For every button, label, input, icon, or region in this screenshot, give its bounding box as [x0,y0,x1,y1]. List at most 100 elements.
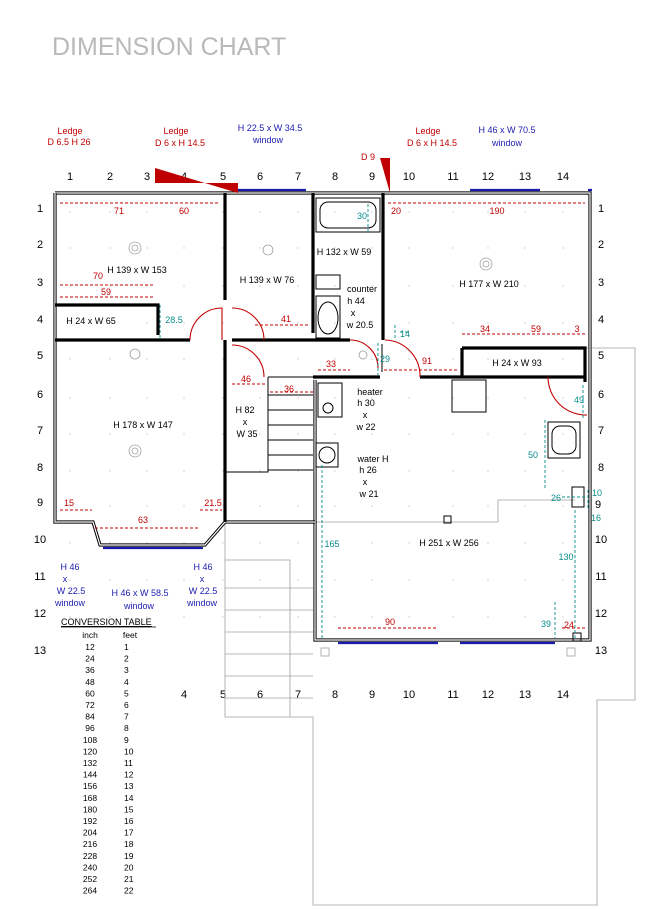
grid-label-right: 8 [598,462,604,474]
window-size: W 22.5 [57,586,86,596]
ledge-size: D 6 x H 14.5 [407,138,457,148]
heater-label: w 22 [355,422,375,432]
dimension-value: 71 [114,206,124,216]
teal-dimension-lines [159,204,589,638]
table-cell-feet: 9 [124,735,129,745]
table-cell-inch: 12 [85,642,95,652]
window-label: window [123,601,155,611]
dimension-value: 60 [179,206,189,216]
grid-label-left: 11 [34,571,45,583]
windows [103,188,592,645]
garage-label: H 251 x W 256 [419,538,479,548]
grid-label-right: 10 [595,534,607,546]
dimension-value: 190 [489,206,504,216]
grid-label-top: 5 [220,171,226,183]
grid-label-left: 12 [34,608,46,620]
dimension-value: 24 [564,620,574,630]
table-cell-inch: 168 [83,793,97,803]
table-cell-inch: 72 [85,700,95,710]
table-cell-inch: 192 [83,816,97,826]
dimension-value: 10 [592,488,602,498]
window-size: H 46 [193,562,212,572]
grid-label-bottom: 4 [181,689,187,701]
heater-label: x [363,410,368,420]
stairs [268,394,313,471]
grid-label-top: 8 [332,171,338,183]
dimension-value: 130 [558,552,573,562]
teal-dimension-values: 30 28.5 14 29 49 50 26 10 16 9 165 130 3… [165,211,602,629]
grid-label-bottom: 11 [447,689,458,701]
dimension-value: 59 [531,324,541,334]
table-cell-feet: 21 [124,874,134,884]
table-cell-feet: 11 [124,758,133,768]
grid-label-left: 10 [34,534,46,546]
dimension-value: 3 [574,324,579,334]
table-header-feet: feet [123,630,138,640]
grid-label-top: 12 [482,171,494,183]
grid-label-right: 12 [595,608,607,620]
dimension-value: 28.5 [165,315,183,325]
grid-label-bottom: 12 [482,689,494,701]
table-cell-inch: 132 [83,758,97,768]
dimension-value: 49 [574,395,584,405]
table-cell-feet: 5 [124,688,129,698]
table-cell-inch: 204 [83,828,97,838]
ledge-size: D 6 x H 14.5 [155,138,205,148]
grid-label-right: 4 [598,314,604,326]
grid-label-left: 6 [37,389,43,401]
table-cell-inch: 156 [83,781,97,791]
grid-label-right: 3 [598,277,604,289]
dimension-value: 91 [422,356,432,366]
table-cell-feet: 6 [124,700,129,710]
dimension-value: 34 [480,324,490,334]
lower-outline [224,347,636,906]
table-cell-feet: 12 [124,770,134,780]
grid-label-left: 3 [37,277,43,289]
walls [53,191,592,642]
room-label: H 24 x W 65 [66,316,116,326]
grid-label-top: 7 [295,171,301,183]
table-cell-inch: 84 [85,712,95,722]
room-label: x [243,417,248,427]
table-cell-inch: 36 [85,665,95,675]
grid-label-top: 3 [144,171,150,183]
grid-label-right: 5 [598,350,604,362]
table-cell-inch: 60 [85,688,95,698]
window-size: H 46 [60,562,79,572]
conversion-table-title: CONVERSION TABLE [61,617,152,627]
red-dimension-lines [57,158,585,629]
grid-label-top: 10 [403,171,415,183]
table-cell-feet: 4 [124,677,129,687]
water-heater-label: w 21 [358,489,378,499]
dimension-value: 36 [284,384,294,394]
window-size: H 46 x W 70.5 [478,125,535,135]
table-cell-feet: 1 [124,642,129,652]
grid-label-top: 6 [257,171,263,183]
table-cell-feet: 13 [124,781,134,791]
grid-label-right: 13 [595,645,607,657]
grid-label-left: 2 [37,239,43,251]
room-label: H 177 x W 210 [459,279,519,289]
grid-label-bottom: 7 [295,689,301,701]
red-dimension-values: 71 60 20 190 70 59 41 34 59 3 33 91 46 3… [64,206,580,630]
grid-label-bottom: 10 [403,689,415,701]
dimension-value: 26 [551,493,561,503]
dimension-value: 165 [324,539,339,549]
dimension-value: 30 [357,211,367,221]
grid-label: 9 [595,499,601,511]
window-label: window [186,598,218,608]
dimension-value: 41 [281,314,291,324]
table-cell-inch: 48 [85,677,95,687]
table-cell-feet: 7 [124,712,129,722]
grid-label-bottom: 13 [519,689,531,701]
grid-label-top: 1 [67,171,73,183]
grid-dots [69,211,564,618]
table-cell-inch: 108 [83,735,97,745]
counter-label: counter [347,284,377,294]
grid-label-bottom: 14 [557,689,569,701]
table-cell-inch: 144 [83,770,97,780]
